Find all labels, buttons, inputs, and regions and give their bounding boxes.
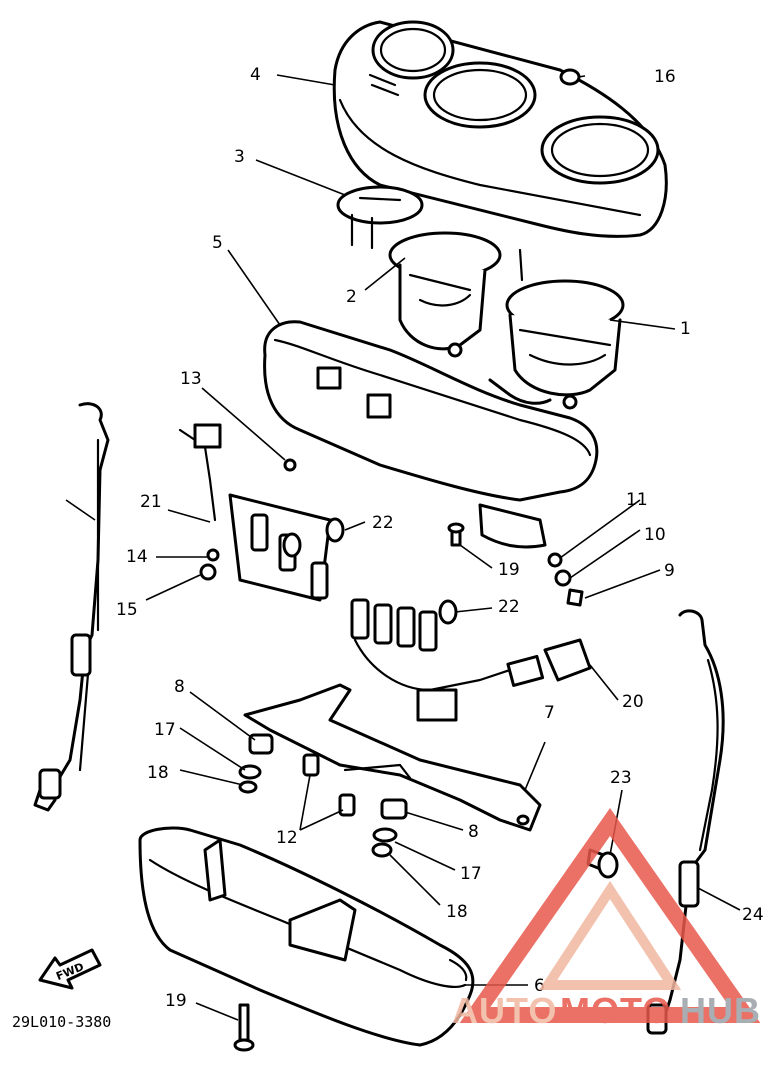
callout-12: 12 xyxy=(276,828,298,848)
callout-labels: 4 16 3 5 2 1 13 21 14 15 22 11 10 9 19 2… xyxy=(116,65,764,1011)
lamp-harness-lower xyxy=(350,598,592,722)
tachometer-gauge-2 xyxy=(388,231,502,358)
leader-lines xyxy=(65,74,741,1021)
callout-1: 1 xyxy=(680,319,691,339)
callout-22-lower: 22 xyxy=(498,597,520,617)
callout-17-left: 17 xyxy=(154,720,176,740)
meter-housing-5 xyxy=(263,320,599,549)
callout-10: 10 xyxy=(644,525,666,545)
callout-23: 23 xyxy=(610,768,632,788)
callout-15: 15 xyxy=(116,600,138,620)
callout-11: 11 xyxy=(626,490,648,510)
bolt-19-lower xyxy=(233,1003,255,1052)
callout-9: 9 xyxy=(664,561,675,581)
callout-24: 24 xyxy=(742,905,764,925)
watermark-text-auto: AUTO xyxy=(452,990,557,1031)
watermark-text-moto: MOTO xyxy=(560,990,671,1031)
callout-5: 5 xyxy=(212,233,223,253)
callout-16: 16 xyxy=(654,67,676,87)
tachometer-cable xyxy=(33,402,110,812)
callout-13: 13 xyxy=(180,369,202,389)
callout-4: 4 xyxy=(250,65,261,85)
callout-17-right: 17 xyxy=(460,864,482,884)
callout-14: 14 xyxy=(126,547,148,567)
callout-21: 21 xyxy=(140,492,162,512)
watermark-logo: AUTO MOTO HUB xyxy=(452,808,761,1031)
forward-direction-indicator: FWD xyxy=(38,948,102,990)
callout-18-right: 18 xyxy=(446,902,468,922)
watermark-triangle xyxy=(459,808,761,1023)
right-mount-hardware xyxy=(371,798,408,858)
cap-16 xyxy=(559,68,581,86)
callout-19-upper: 19 xyxy=(498,560,520,580)
lamp-harness-upper xyxy=(178,423,345,602)
callout-20: 20 xyxy=(622,692,644,712)
left-mount-hardware xyxy=(238,733,274,794)
callout-7: 7 xyxy=(544,703,555,723)
plate-3 xyxy=(336,185,424,250)
lower-meter-cover-6 xyxy=(138,826,475,1047)
speedometer-gauge-1 xyxy=(488,248,625,410)
callout-8-right: 8 xyxy=(468,822,479,842)
meter-bracket-7 xyxy=(243,683,542,832)
diagram-code: 29L010-3380 xyxy=(12,1013,111,1031)
callout-22-upper: 22 xyxy=(372,513,394,533)
callout-6: 6 xyxy=(534,976,545,996)
collars-12 xyxy=(302,753,356,817)
callout-3: 3 xyxy=(234,147,245,167)
upper-meter-cover xyxy=(332,20,668,238)
callout-18-left: 18 xyxy=(147,763,169,783)
callout-19-lower: 19 xyxy=(165,991,187,1011)
watermark-text-hub: HUB xyxy=(680,990,761,1031)
callout-2: 2 xyxy=(346,287,357,307)
callout-8-left: 8 xyxy=(174,677,185,697)
